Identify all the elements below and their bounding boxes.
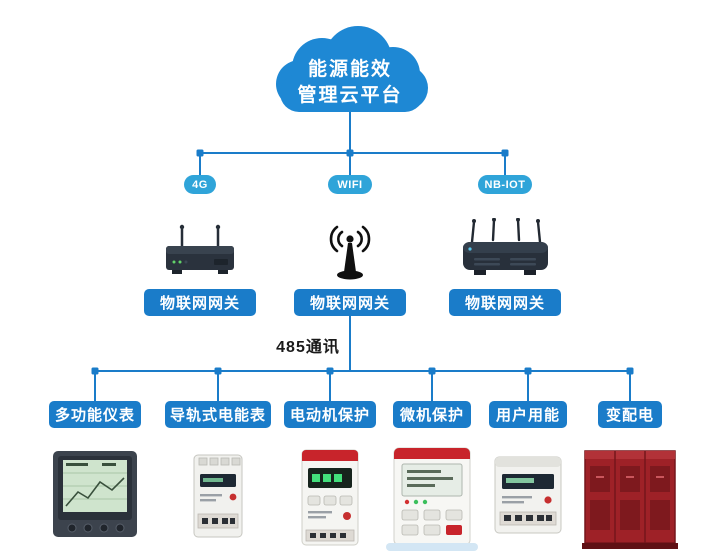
- user-energy-meter-icon: [486, 452, 570, 540]
- microcomputer-protection-icon: [389, 446, 475, 548]
- device-label-microcomputer-protection: 微机保护: [393, 401, 471, 428]
- gateway-label-4g: 物联网网关: [144, 289, 256, 316]
- gateway-label-nbiot: 物联网网关: [449, 289, 561, 316]
- cloud-icon: [276, 26, 428, 112]
- power-distribution-cabinet-icon: [582, 446, 678, 550]
- badge-4g: 4G: [184, 175, 216, 194]
- device-floor-shadow: [386, 543, 478, 551]
- device-label-power-distribution: 变配电: [598, 401, 662, 428]
- router-nbiot-icon: [458, 218, 553, 284]
- cloud-title-line2: 管理云平台: [297, 85, 403, 106]
- router-4g-icon: [160, 222, 240, 284]
- cloud-title-line1: 能源能效: [307, 59, 392, 80]
- badge-nbiot: NB-IOT: [478, 175, 532, 194]
- wifi-antenna-icon: [320, 220, 380, 284]
- badge-wifi: WIFI: [328, 175, 372, 194]
- motor-protection-icon: [292, 448, 368, 548]
- cloud-title: 能源能效 管理云平台: [258, 40, 442, 126]
- din-rail-meter-icon: [178, 452, 258, 540]
- device-label-motor-protection: 电动机保护: [284, 401, 376, 428]
- bus-485-label: 485通讯: [276, 339, 340, 356]
- multifunction-meter-icon: [50, 448, 140, 543]
- device-label-multifunction-meter: 多功能仪表: [49, 401, 141, 428]
- device-label-din-rail-meter: 导轨式电能表: [165, 401, 271, 428]
- gateway-label-wifi: 物联网网关: [294, 289, 406, 316]
- device-label-user-energy: 用户用能: [489, 401, 567, 428]
- cloud-platform: 能源能效 管理云平台: [258, 26, 442, 126]
